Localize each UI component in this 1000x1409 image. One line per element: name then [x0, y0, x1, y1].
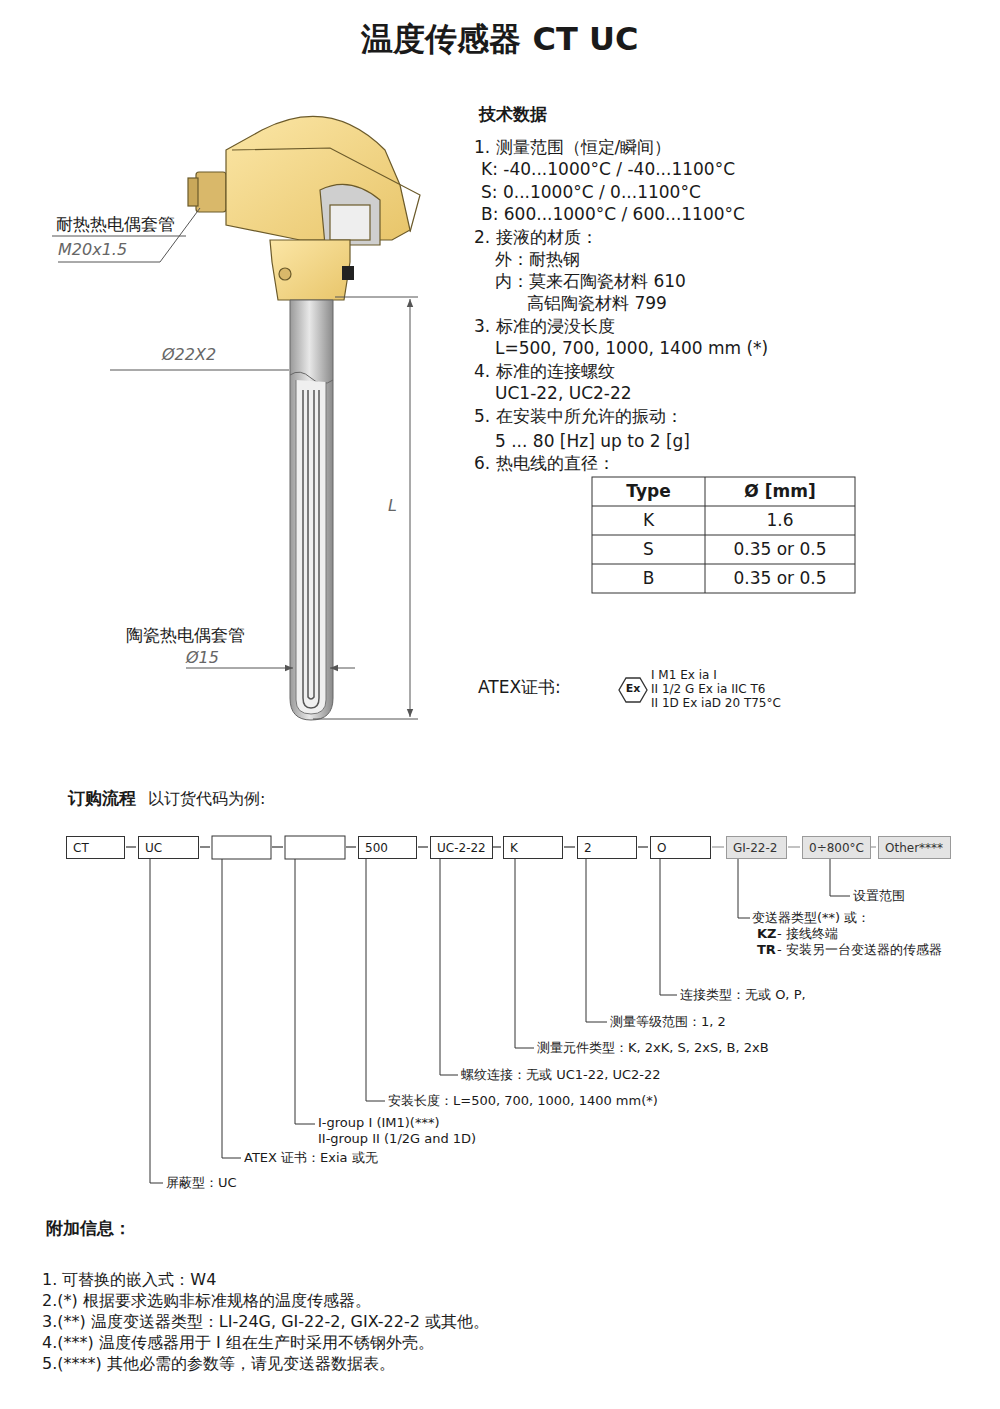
code-box: 500: [358, 836, 417, 859]
code-value: CT: [73, 841, 89, 855]
spec-text: 2. 接液的材质：: [474, 227, 598, 247]
code-field-label: 屏蔽型：UC: [166, 1175, 237, 1191]
code-field-label: 螺纹连接：无或 UC1-22, UC2-22: [461, 1067, 661, 1083]
code-value: 2: [584, 841, 592, 855]
sensor-head: [188, 116, 420, 300]
code-field-label: 安装长度：L=500, 700, 1000, 1400 mm(*): [388, 1093, 658, 1109]
code-option: - 安装另一台变送器的传感器: [777, 942, 942, 958]
code-field-label: 设置范围: [853, 888, 905, 904]
note: 3.(**) 温度变送器类型：LI-24G, GI-22-2, GIX-22-2…: [42, 1312, 489, 1331]
code-option: KZ: [757, 926, 777, 942]
spec-text: B: 600...1000°C / 600...1100°C: [481, 204, 745, 224]
wire-diameter-table: [592, 477, 855, 593]
code-box: O: [650, 836, 711, 859]
code-value: UC-2-22: [437, 841, 486, 855]
table-cell: S: [592, 539, 705, 559]
code-value: 0÷800°C: [809, 841, 864, 855]
code-field-label: 变送器类型(**) 或：: [752, 910, 870, 926]
code-field-label: 测量等级范围：1, 2: [610, 1014, 726, 1030]
table-cell: Ø [mm]: [705, 481, 855, 501]
spec-text: K: -40...1000°C / -40...1100°C: [481, 159, 735, 179]
note: 4.(***) 温度传感器用于 I 组在生产时采用不锈钢外壳。: [42, 1333, 434, 1352]
thermowell-tube: [290, 300, 333, 720]
spec-text: ATEX证书:: [478, 677, 561, 697]
code-value: O: [657, 841, 666, 855]
spec-text: UC1-22, UC2-22: [495, 383, 632, 403]
code-field-label: II-group II (1/2G and 1D): [318, 1131, 476, 1147]
spec-text: 5. 在安装中所允许的振动：: [474, 406, 683, 426]
code-field-label: I-group I (IM1)(***): [318, 1115, 440, 1131]
table-cell: Type: [592, 481, 705, 501]
leader-lines: [150, 859, 850, 1183]
dimension-lines: [52, 208, 418, 719]
spec-text: 3. 标准的浸没长度: [474, 316, 615, 336]
code-value: K: [510, 841, 518, 855]
dimension: M20x1.5: [58, 240, 127, 259]
spec-text: 6. 热电线的直径：: [474, 453, 615, 473]
code-box: GI-22-2: [726, 836, 787, 859]
section-heading: 技术数据: [479, 104, 547, 124]
spec-text: 外：耐热钢: [495, 249, 580, 269]
note: 2.(*) 根据要求选购非标准规格的温度传感器。: [42, 1291, 371, 1310]
spec-text: 1. 测量范围（恒定/瞬间）: [474, 137, 671, 157]
code-box: CT: [66, 836, 125, 859]
code-field-label: ATEX 证书：Exia 或无: [244, 1150, 378, 1166]
note: 1. 可替换的嵌入式：W4: [42, 1270, 216, 1289]
code-box: K: [503, 836, 563, 859]
spec-text: 以订货代码为例:: [148, 789, 265, 808]
spec-text: 高铝陶瓷材料 799: [527, 293, 667, 313]
code-box: 2: [577, 836, 637, 859]
code-box: UC: [138, 836, 199, 859]
note: 5.(****) 其他必需的参数等，请见变送器数据表。: [42, 1354, 395, 1373]
table-cell: 1.6: [705, 510, 855, 530]
code-field-label: 连接类型：无或 O, P,: [680, 987, 806, 1003]
code-field-label: 测量元件类型：K, 2xK, S, 2xS, B, 2xB: [537, 1040, 769, 1056]
spec-text: 5 ... 80 [Hz] up to 2 [g]: [495, 431, 690, 451]
part-name: 陶瓷热电偶套管: [126, 625, 245, 645]
dimension: Ø22X2: [162, 345, 216, 364]
table-cell: K: [592, 510, 705, 530]
code-box: 0÷800°C: [802, 836, 871, 859]
part-name: 耐热热电偶套管: [56, 214, 175, 234]
atex-marking: II 1D Ex iaD 20 T75°C: [651, 696, 781, 710]
section-heading: 订购流程: [68, 788, 136, 808]
spec-text: S: 0...1000°C / 0...1100°C: [481, 182, 701, 202]
code-value: 500: [365, 841, 388, 855]
code-box: UC-2-22: [430, 836, 493, 859]
spec-text: L=500, 700, 1000, 1400 mm (*): [495, 338, 768, 358]
table-cell: 0.35 or 0.5: [705, 539, 855, 559]
atex-marking: II 1/2 G Ex ia IIC T6: [651, 682, 765, 696]
code-box: Other****: [878, 836, 951, 859]
ex-symbol: [619, 678, 647, 702]
code-option: TR: [757, 942, 776, 958]
spec-text: 4. 标准的连接螺纹: [474, 361, 615, 381]
code-value: Other****: [885, 841, 943, 855]
section-heading: 附加信息：: [46, 1218, 131, 1238]
dimension: L: [388, 496, 397, 515]
atex-marking: I M1 Ex ia I: [651, 668, 717, 682]
page-title: 温度传感器 CT UC: [0, 20, 1000, 58]
table-cell: B: [592, 568, 705, 588]
dimension: Ø15: [186, 648, 219, 667]
code-value: UC: [145, 841, 162, 855]
code-value: GI-22-2: [733, 841, 777, 855]
code-box-empty: [212, 836, 271, 859]
table-cell: 0.35 or 0.5: [705, 568, 855, 588]
code-box-empty: [285, 836, 345, 859]
ex-symbol-text: Ex: [622, 682, 644, 695]
spec-text: 内：莫来石陶瓷材料 610: [495, 271, 686, 291]
code-option: - 接线终端: [777, 926, 838, 942]
